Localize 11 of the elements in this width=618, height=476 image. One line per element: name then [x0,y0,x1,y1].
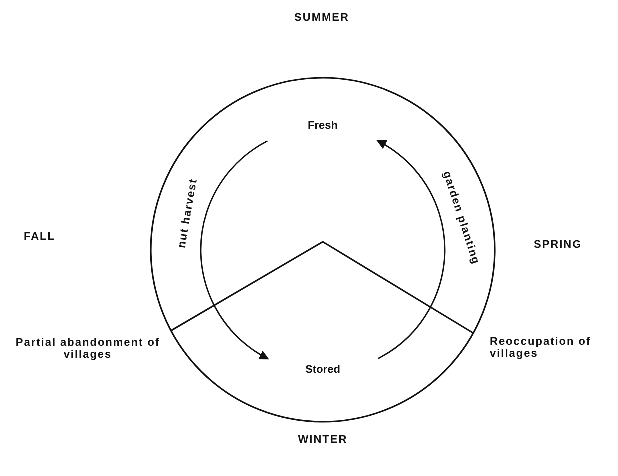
season-label: FALL [24,231,56,243]
season-label: WINTER [298,434,348,446]
phase-label: Stored [302,362,344,378]
season-label: SUMMER [294,12,350,24]
season-label: SPRING [534,239,582,251]
phase-label: Fresh [304,118,342,134]
cycle-arrow [376,140,446,360]
cycle-arrow [200,140,270,360]
note-text: Partial abandonment of villages [14,337,162,361]
edge-label: nut harvest [176,178,200,250]
note-text: Reoccupation of villages [490,336,592,360]
